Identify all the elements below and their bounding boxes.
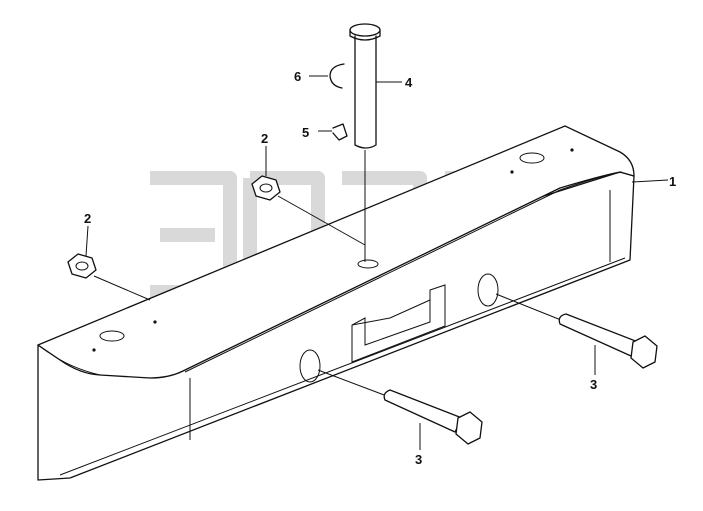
bolt-right: [495, 293, 658, 369]
callout-ring: 6: [294, 69, 301, 84]
spring-clip: [332, 123, 348, 141]
callout-nut-left: 2: [84, 211, 91, 226]
ring-clip: [329, 63, 345, 89]
callout-bolt-right: 3: [590, 377, 597, 392]
leader-lines: [85, 75, 669, 450]
pin: [349, 23, 381, 262]
callout-bolt-lower: 3: [415, 452, 422, 467]
bumper-beam: [37, 125, 635, 481]
callout-nut-right: 2: [261, 131, 268, 146]
nut-left: [67, 253, 151, 301]
callout-pin: 4: [405, 75, 413, 90]
callout-bumper: 1: [669, 174, 676, 189]
bolt-lower: [317, 369, 483, 445]
callout-clip: 5: [302, 125, 309, 140]
nut-right: [251, 175, 366, 246]
